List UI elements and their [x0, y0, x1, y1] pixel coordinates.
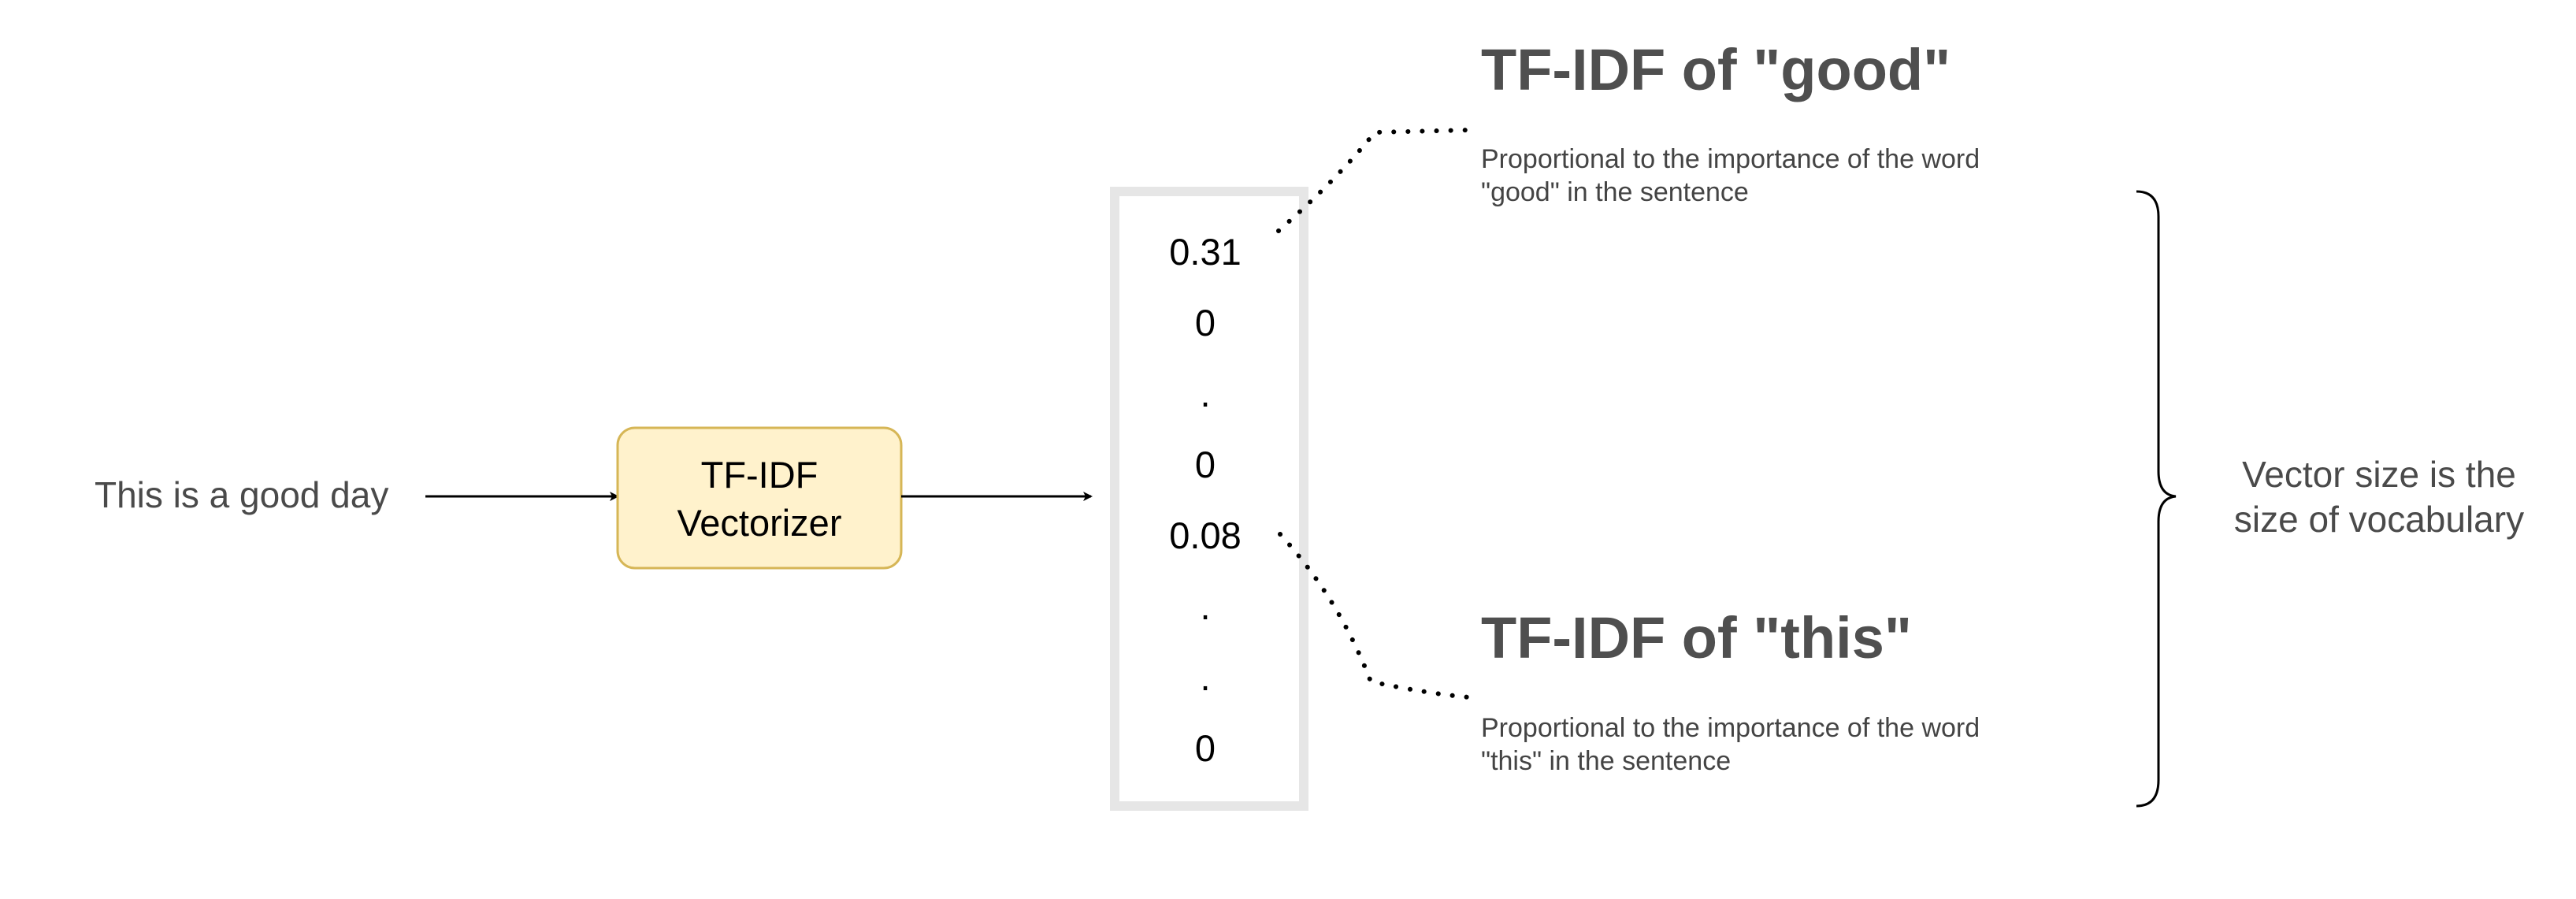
vector-value: 0 — [1195, 727, 1216, 769]
vector-value: 0 — [1195, 444, 1216, 485]
vector-values: 0.31 0 . 0 0.08 . . 0 — [1169, 231, 1241, 769]
this-annotation-desc-line2: "this" in the sentence — [1481, 746, 1731, 776]
tfidf-vectorizer-box: TF-IDF Vectorizer — [616, 426, 903, 570]
this-annotation-desc-line1: Proportional to the importance of the wo… — [1481, 713, 1980, 743]
brace-label-line1: Vector size is the — [2242, 454, 2516, 495]
dotted-connector-this — [1278, 532, 1472, 700]
vector-value: . — [1200, 373, 1210, 414]
vector-size-brace — [2136, 190, 2177, 808]
this-annotation: TF-IDF of "this" Proportional to the imp… — [1481, 605, 1980, 776]
vectorizer-box-shape — [616, 426, 903, 570]
vector-value: 0.08 — [1169, 515, 1241, 556]
good-annotation-title: TF-IDF of "good" — [1481, 37, 1951, 102]
vector-value: 0 — [1195, 302, 1216, 344]
brace-label-line2: size of vocabulary — [2234, 499, 2524, 540]
vector-value: . — [1200, 585, 1210, 627]
good-annotation-desc-line2: "good" in the sentence — [1481, 177, 1749, 207]
vector-value: 0.31 — [1169, 231, 1241, 273]
vectorizer-label-line2: Vectorizer — [677, 502, 842, 544]
vectorizer-label-line1: TF-IDF — [701, 454, 818, 496]
this-annotation-title: TF-IDF of "this" — [1481, 605, 1912, 671]
input-sentence: This is a good day — [95, 474, 388, 515]
dotted-connector-good — [1276, 128, 1472, 233]
good-annotation: TF-IDF of "good" Proportional to the imp… — [1481, 37, 1980, 207]
good-annotation-desc-line1: Proportional to the importance of the wo… — [1481, 144, 1980, 174]
output-vector-box — [1110, 187, 1308, 811]
vector-value: . — [1200, 656, 1210, 698]
